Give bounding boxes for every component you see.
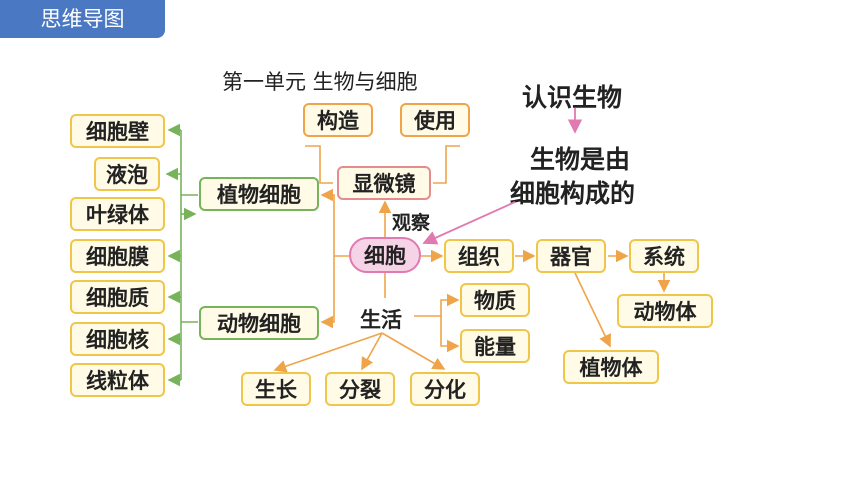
growth-box: 生长	[241, 372, 311, 406]
mind-map-tag: 思维导图	[0, 0, 165, 38]
differentiation-box: 分化	[410, 372, 480, 406]
matter-box: 物质	[460, 283, 530, 317]
conclusion-line-2: 细胞构成的	[510, 179, 636, 208]
part-chloroplast: 叶绿体	[70, 197, 165, 231]
observe-label: 观察	[392, 212, 431, 234]
system-box: 系统	[629, 239, 699, 273]
energy-box: 能量	[460, 329, 530, 363]
part-cytoplasm: 细胞质	[70, 280, 165, 314]
part-nucleus: 细胞核	[70, 322, 165, 356]
part-mitochondria: 线粒体	[70, 363, 165, 397]
unit-title: 第一单元 生物与细胞	[222, 70, 418, 94]
part-vacuole: 液泡	[94, 157, 160, 191]
plant-body-box: 植物体	[563, 350, 659, 384]
plant-cell-box: 植物细胞	[199, 177, 319, 211]
structure-box: 构造	[303, 103, 373, 137]
part-cell-wall: 细胞壁	[70, 114, 165, 148]
organ-box: 器官	[536, 239, 606, 273]
life-label: 生活	[360, 308, 402, 332]
animal-body-box: 动物体	[617, 294, 713, 328]
recognize-label: 认识生物	[522, 83, 623, 112]
animal-cell-box: 动物细胞	[199, 306, 319, 340]
division-box: 分裂	[325, 372, 395, 406]
use-box: 使用	[400, 103, 470, 137]
conclusion-line-1: 生物是由	[530, 145, 631, 174]
cell-center-node: 细胞	[349, 237, 421, 273]
tissue-box: 组织	[444, 239, 514, 273]
microscope-box: 显微镜	[337, 166, 431, 200]
part-cell-membrane: 细胞膜	[70, 239, 165, 273]
